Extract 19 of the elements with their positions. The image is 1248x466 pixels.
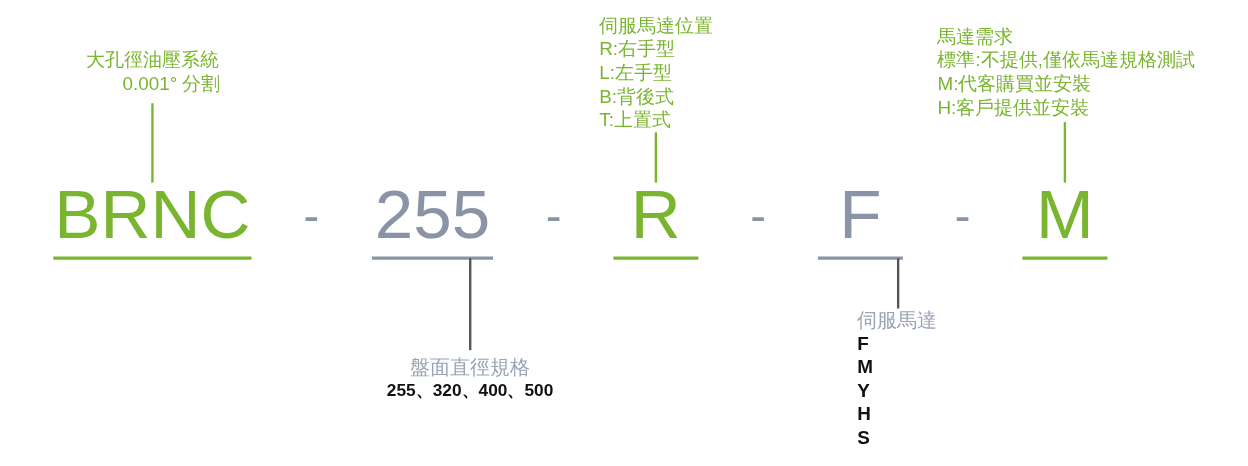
- connector: [469, 258, 472, 351]
- label: -: [954, 189, 971, 243]
- connector: [151, 103, 154, 183]
- node-text: R: [630, 175, 681, 254]
- node-text: 伺服馬達 F M Y H S: [857, 308, 938, 448]
- node-text: 大孔徑油壓系統 0.001° 分割: [86, 49, 221, 94]
- label: -: [750, 189, 766, 243]
- node-text: 馬達需求 標準:不提供,僅依馬達規格測試 M:代客購買並安裝 H:客戶提供並安裝: [937, 25, 1195, 118]
- label: -: [303, 189, 320, 243]
- connector: [896, 258, 900, 309]
- node-text: 盤面直徑規格 255、320、400、500: [386, 355, 554, 400]
- node-text: M: [1036, 175, 1094, 254]
- node-text: F: [839, 175, 882, 254]
- connector: [654, 132, 658, 183]
- node-text: 255: [374, 175, 491, 254]
- node-text: 伺服馬達位置 R:右手型 L:左手型 B:背後式 T:上置式: [599, 14, 714, 131]
- connector: [1063, 122, 1067, 183]
- label: -: [545, 189, 562, 243]
- node-text: BRNC: [54, 175, 251, 254]
